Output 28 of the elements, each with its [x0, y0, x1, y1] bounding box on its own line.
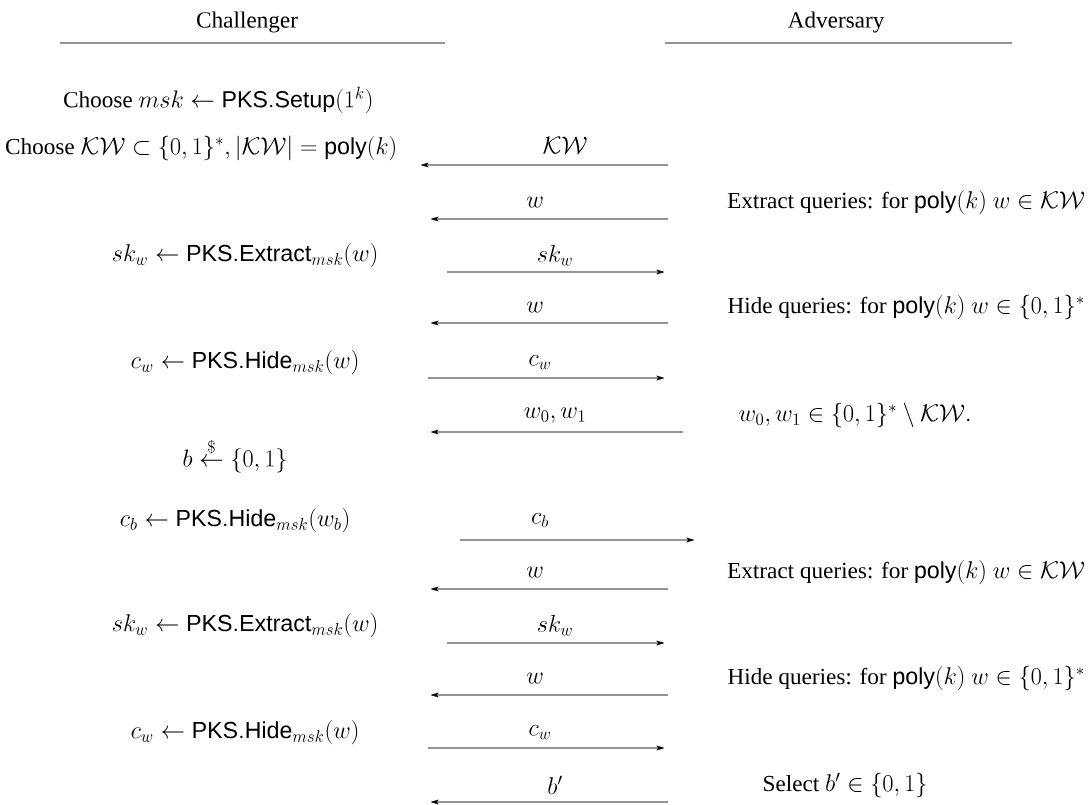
message-label: $w$ — [526, 301, 543, 313]
message-label: $sk_w$ — [537, 244, 572, 266]
protocol-step: Choose $msk \leftarrow \mathsf{PKS.Setup}(1^k)$ — [64, 86, 372, 114]
column-header: Adversary — [787, 11, 885, 33]
protocol-step: Extract queries: for $\mathsf{poly}(k)\ w \in \mathcal{KW}$ — [727, 559, 1085, 585]
message-label: $c_w$ — [529, 724, 550, 740]
protocol-step: $b \stackrel{\$}{\leftarrow} \{0,1\}$ — [183, 439, 286, 473]
protocol-step: Select $b' \in \{0,1\}$ — [764, 772, 926, 798]
protocol-step: $sk_w \leftarrow \mathsf{PKS.Extract}_{msk}(w)$ — [112, 242, 377, 268]
protocol-step: Hide queries: for $\mathsf{poly}(k)\ w \in \{0,1\}^*$ — [728, 665, 1084, 691]
protocol-step: $c_w \leftarrow \mathsf{PKS.Hide}_{msk}(w)$ — [131, 719, 358, 745]
message-label: $b'$ — [548, 775, 562, 795]
message-label: $w_0, w_1$ — [524, 407, 585, 423]
protocol-step: Extract queries: for $\mathsf{poly}(k)\ w \in \mathcal{KW}$ — [727, 189, 1085, 215]
message-label: $sk_w$ — [537, 614, 572, 636]
column-header: Challenger — [197, 11, 298, 33]
message-label: $w$ — [526, 196, 543, 208]
message-label: $w$ — [526, 566, 543, 578]
message-label: $w$ — [526, 672, 543, 684]
message-label: $\mathcal{KW}$ — [543, 136, 587, 155]
message-label: $c_w$ — [529, 354, 550, 370]
protocol-step: Choose $\mathcal{KW} \subset \{0,1\}^*, |\mathcal{KW}| = \mathsf{poly}(k)$ — [6, 135, 395, 161]
protocol-step: $c_b \leftarrow \mathsf{PKS.Hide}_{msk}(w_b)$ — [120, 507, 349, 533]
protocol-step: $w_0, w_1 \in \{0,1\}^* \setminus \mathcal{KW}.$ — [739, 402, 970, 428]
protocol-step: $sk_w \leftarrow \mathsf{PKS.Extract}_{msk}(w)$ — [112, 612, 377, 638]
protocol-step: $c_w \leftarrow \mathsf{PKS.Hide}_{msk}(w)$ — [131, 349, 358, 375]
protocol-step: Hide queries: for $\mathsf{poly}(k)\ w \in \{0,1\}^*$ — [728, 294, 1084, 320]
message-label: $c_b$ — [532, 512, 549, 528]
